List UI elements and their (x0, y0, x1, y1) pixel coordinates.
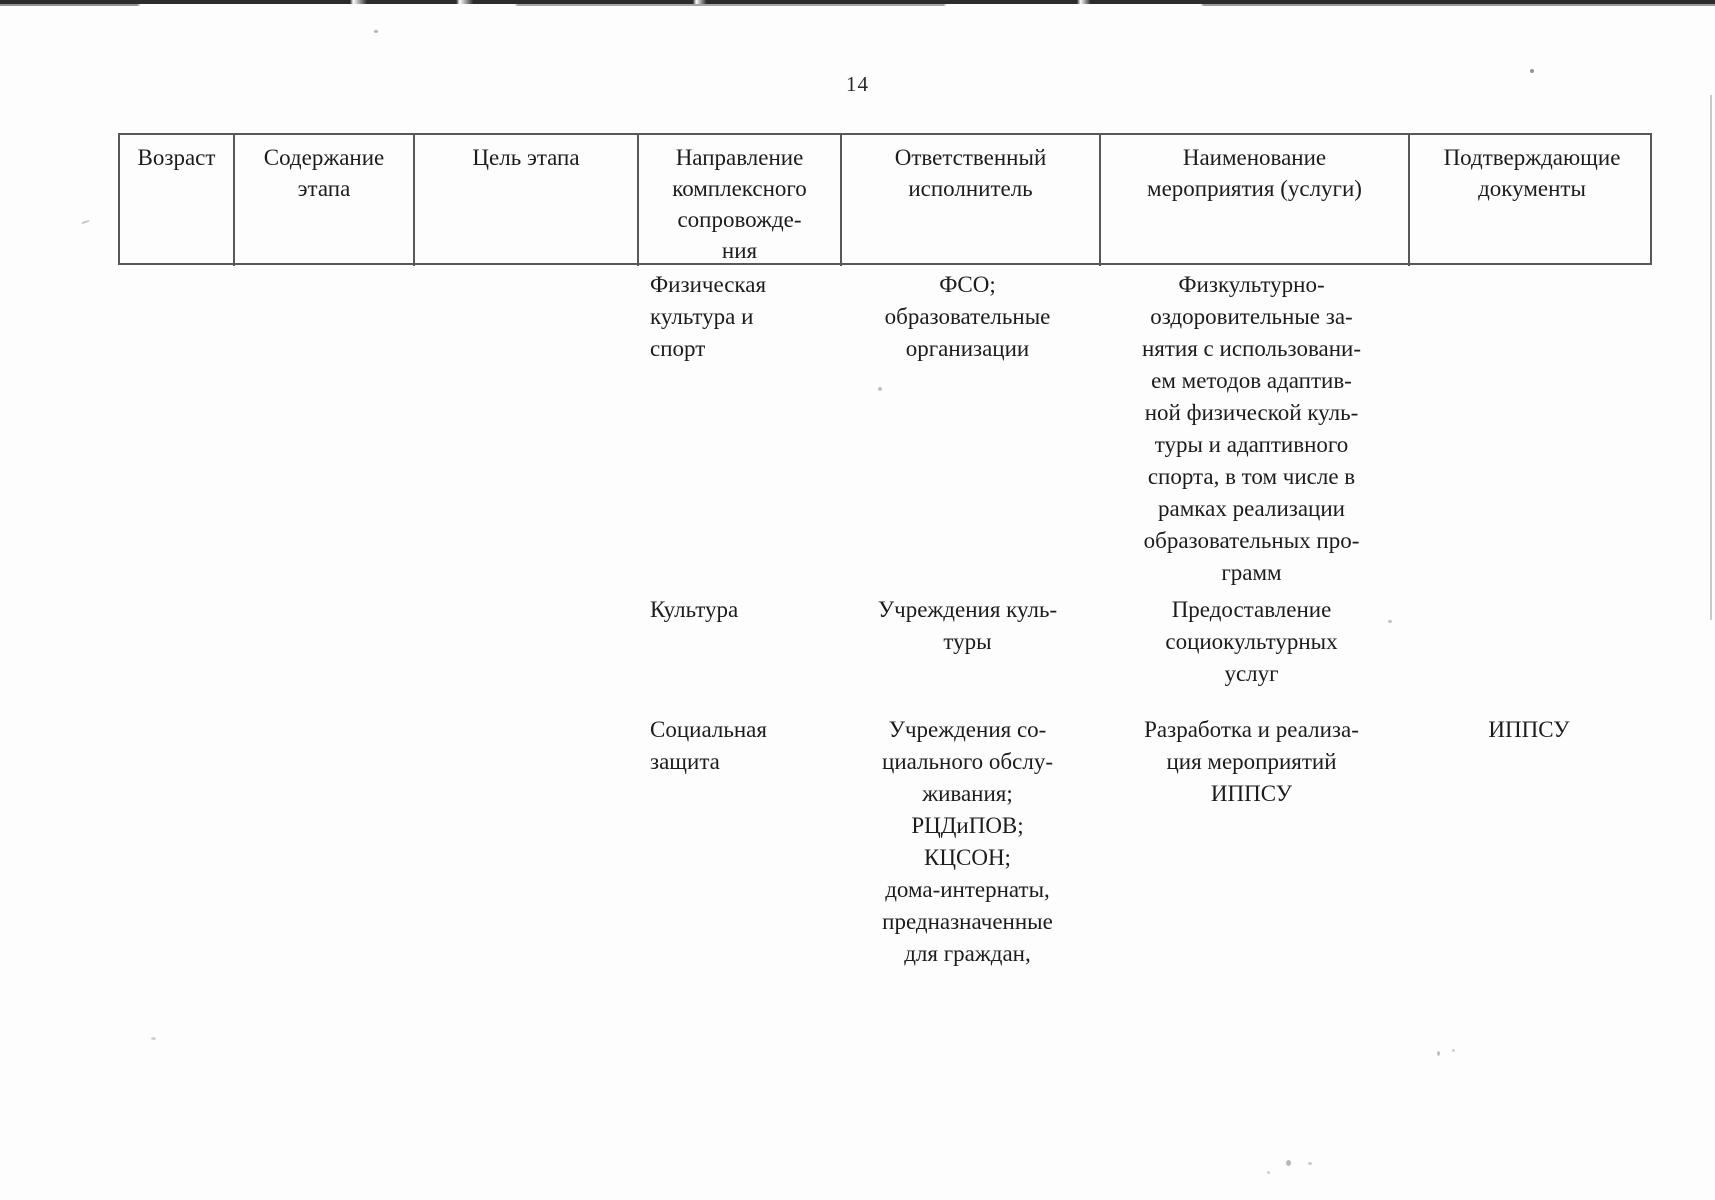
scan-artifact-top-edge (0, 0, 1715, 4)
scan-speck (1437, 1051, 1440, 1056)
scan-speck (1530, 69, 1534, 73)
page-number: 14 (846, 72, 869, 96)
cell-documents (1406, 594, 1652, 690)
scan-speck (374, 30, 378, 33)
header-cell-direction: Направление комплексного сопровожде- ния (637, 135, 840, 266)
cell-stage-content (231, 714, 411, 970)
table-row: Физическая культура и спорт ФСО; образов… (118, 265, 1652, 589)
table-header-row: Возраст Содержание этапа Цель этапа Напр… (118, 133, 1654, 266)
cell-age (118, 714, 231, 970)
cell-activity: Физкультурно- оздоровительные за- нятия … (1141, 272, 1362, 585)
scan-speck (151, 1037, 156, 1040)
header-cell-executor: Ответственный исполнитель (840, 135, 1099, 266)
cell-executor: Учреждения куль- туры (877, 597, 1058, 654)
header-cell-documents: Подтверждающие документы (1408, 135, 1654, 266)
cell-stage-goal (411, 594, 635, 690)
scan-speck (1267, 1171, 1270, 1174)
cell-documents: ИППСУ (1488, 717, 1570, 742)
scan-speck (1286, 1160, 1291, 1166)
cell-documents (1406, 269, 1652, 589)
scan-speck (1308, 1162, 1312, 1165)
cell-stage-goal (411, 269, 635, 589)
cell-direction: Культура (650, 597, 739, 622)
table: Возраст Содержание этапа Цель этапа Напр… (118, 133, 1652, 970)
scan-speck (80, 219, 91, 225)
cell-direction: Физическая культура и спорт (650, 272, 767, 361)
header-cell-age: Возраст (137, 145, 216, 170)
scan-speck (1388, 620, 1392, 623)
cell-executor: ФСО; образовательные организации (884, 272, 1051, 361)
cell-activity: Предоставление социокультурных услуг (1165, 597, 1338, 686)
header-cell-stage-goal: Цель этапа (413, 135, 637, 266)
scan-artifact-top-edge-2 (0, 4, 1715, 6)
header-cell-stage-content: Содержание этапа (233, 135, 413, 266)
scan-artifact-right-edge (1710, 95, 1712, 620)
table-row: Культура Учреждения куль- туры Предостав… (118, 594, 1652, 690)
cell-age (118, 269, 231, 589)
cell-executor: Учреждения со- циального обслу- живания;… (882, 717, 1053, 966)
scan-speck (1452, 1049, 1455, 1052)
scan-speck (878, 387, 882, 391)
cell-activity: Разработка и реализа- ция мероприятий ИП… (1144, 717, 1359, 806)
table-row: Социальная защита Учреждения со- циально… (118, 714, 1652, 970)
cell-age (118, 594, 231, 690)
cell-stage-content (231, 594, 411, 690)
cell-direction: Социальная защита (650, 717, 767, 774)
cell-stage-goal (411, 714, 635, 970)
header-cell-activity: Наименование мероприятия (услуги) (1099, 135, 1408, 266)
cell-stage-content (231, 269, 411, 589)
